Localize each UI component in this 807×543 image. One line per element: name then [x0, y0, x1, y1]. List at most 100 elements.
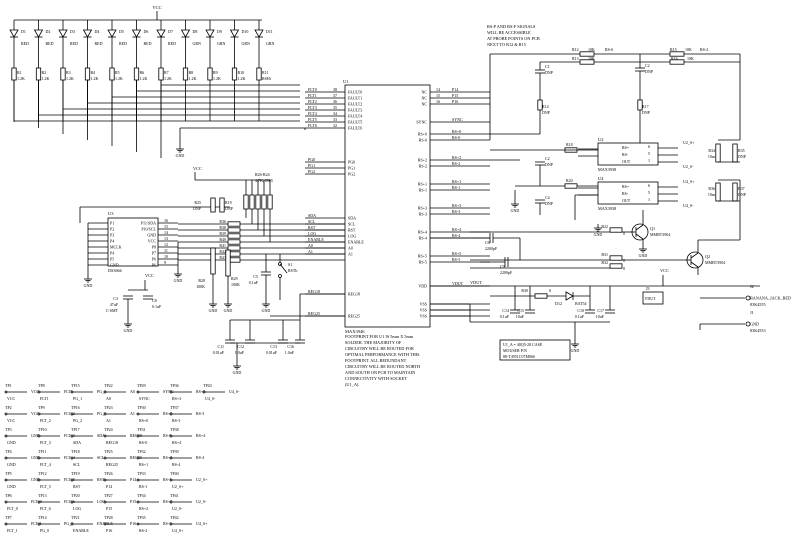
testpoint-ref: TP42 [170, 515, 179, 520]
u2-ref: U2 [598, 137, 604, 142]
testpoint-ref: TP17 [71, 427, 80, 432]
r19 [219, 197, 225, 213]
footprint-note: FOOTPRINT FOR U1 IS 5mm X 5mm [345, 334, 414, 339]
testpoint [4, 412, 8, 416]
testpoint-ref: TP3 [5, 427, 12, 432]
u3-pin-num: 11 [164, 248, 168, 253]
testpoint-ref: TP26 [104, 471, 113, 476]
led-ref: D3 [70, 29, 75, 34]
u1-net-label: FLT0 [308, 87, 317, 92]
resistor-value: 0 [623, 231, 625, 236]
testpoint [70, 456, 74, 460]
u4-pin-name: RS- [622, 191, 629, 196]
u1-net-label: REG18 [308, 289, 320, 294]
testpoint-net-right: P15 [130, 499, 136, 504]
capacitor-ref: C6 [485, 240, 490, 245]
testpoint-net: PG_1 [73, 396, 82, 401]
testpoint [103, 500, 107, 504]
ground-label: GND [224, 308, 233, 313]
testpoint-ref: TP35 [137, 515, 146, 520]
u3-pin-name: P2 [110, 227, 114, 232]
led-color: GRN [266, 41, 275, 46]
u1-net-label: REG25 [308, 311, 320, 316]
led-color: GRN [242, 41, 251, 46]
q2-ref: Q2 [705, 254, 710, 259]
testpoint-net-right: A1 [130, 411, 135, 416]
testpoint-net: A1 [106, 418, 111, 423]
u2-pin-num: 1 [648, 158, 650, 163]
led-diode [205, 29, 215, 38]
testpoint-net: RS+1 [139, 462, 148, 467]
led-color: RED [144, 41, 152, 46]
footprint-note: OPTIMAL PERFORMANCE WITH THIS [345, 352, 420, 357]
testpoint-net-right: RS+2 [163, 499, 172, 504]
resistor-ref: R3 [66, 70, 71, 75]
u1-pin-name: FAULT3 [348, 108, 362, 113]
testpoint-net-right: RS-3 [196, 411, 204, 416]
resistor-value: 10m [708, 154, 716, 159]
socket-note: U1_A = 40Q5-28 CASE [503, 342, 543, 347]
led-resistor [60, 67, 66, 81]
ground-label: GND [233, 370, 242, 375]
testpoint [37, 390, 41, 394]
u1-pin-name: REG25 [348, 314, 360, 319]
u1-pin-name: FAULT6 [348, 126, 362, 131]
u1-net-label: SCL [308, 219, 316, 224]
u1-net-label: RS+1 [452, 179, 461, 184]
probe-note: NEXT TO R12 & R15 [487, 42, 526, 47]
connector-terminal [745, 295, 751, 301]
u1-pin-name: RS-3 [419, 212, 427, 217]
resistor-value: 10K [687, 56, 694, 61]
resistor-ref: R39 [219, 231, 226, 236]
ground-label: GND [594, 232, 603, 237]
testpoint-net-right: RS-1 [163, 477, 171, 482]
testpoint-net: FLT_3 [40, 440, 51, 445]
vcc-label: VCC [145, 273, 154, 278]
led-resistor [158, 67, 164, 81]
socket-note-box [499, 339, 571, 361]
u1-net-label: FLT4 [308, 111, 317, 116]
net-label: RS-2 [700, 47, 708, 52]
footprint-note: SOLDER. THE MAJORITY OF [345, 340, 402, 345]
u3-pin-name: P5 [110, 257, 114, 262]
u1-pin-name: NC [421, 96, 427, 101]
u1-pin-name: FAULT0 [348, 90, 362, 95]
led-color: GRN [193, 41, 202, 46]
resistor-value: DNP [225, 206, 234, 211]
r16 [669, 59, 685, 65]
u1-part: MAX3946 [345, 329, 365, 334]
testpoint-ref: TP15 [71, 383, 80, 388]
testpoint-ref: TP34 [137, 493, 146, 498]
capacitor-ref: C2 [645, 63, 650, 68]
ground-label: GND [571, 348, 580, 353]
resistor-value: 10K [685, 47, 692, 52]
capacitor-value: DNP [545, 70, 554, 75]
capacitor-value: C-SMT [106, 308, 119, 313]
u3-pin-name: P6 [152, 257, 156, 262]
u1-pin-name: RS+3 [418, 206, 427, 211]
resistor-value: 100K [231, 282, 240, 287]
u4-pin-name: RS+ [622, 184, 630, 189]
r25 [210, 197, 216, 213]
testpoint-net: LOG [73, 506, 81, 511]
testpoint [70, 412, 74, 416]
testpoint-ref: TP2 [5, 405, 12, 410]
testpoint-net: GND [7, 440, 16, 445]
q2-transistor [690, 252, 699, 259]
led-ref: D7 [168, 29, 173, 34]
testpoint-ref: TP25 [104, 449, 113, 454]
led-ref: D2 [46, 29, 51, 34]
resistor-ref: R16 [671, 56, 678, 61]
testpoint-net: FLT_0 [7, 506, 18, 511]
testpoint-net: RS-2 [139, 528, 147, 533]
testpoint-ref: TP20 [71, 493, 80, 498]
testpoint-net-right: PG_1 [97, 389, 106, 394]
led-color: RED [70, 41, 78, 46]
testpoint-ref: TP10 [38, 427, 47, 432]
series-resistor [227, 221, 241, 227]
resistor-ref: R31 [601, 252, 608, 257]
capacitor-ref: C2 [545, 156, 550, 161]
connector-part: GND [750, 322, 759, 327]
testpoint-net: FLT_2 [40, 418, 51, 423]
resistor-ref: R36 [708, 186, 715, 191]
